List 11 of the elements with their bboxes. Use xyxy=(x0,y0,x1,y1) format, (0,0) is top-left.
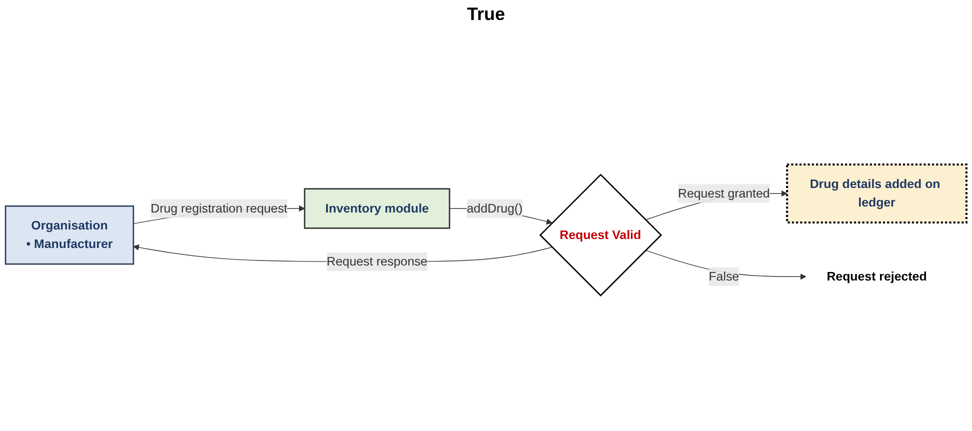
node-diamond: Request Valid xyxy=(539,173,662,296)
node-box: Inventory module xyxy=(304,188,450,228)
node-box: Drug details added on ledger xyxy=(786,163,968,224)
node-text: Request rejected xyxy=(826,268,927,283)
node-box: Organisation • Manufacturer xyxy=(4,204,134,264)
edge-label: False xyxy=(708,268,740,283)
edge-label: Drug registration request xyxy=(150,200,288,215)
branch-label: True xyxy=(466,4,505,25)
edge-label: Request granted xyxy=(678,186,770,200)
edge-label: Request response xyxy=(326,254,428,268)
edge-label: addDrug() xyxy=(466,200,523,215)
